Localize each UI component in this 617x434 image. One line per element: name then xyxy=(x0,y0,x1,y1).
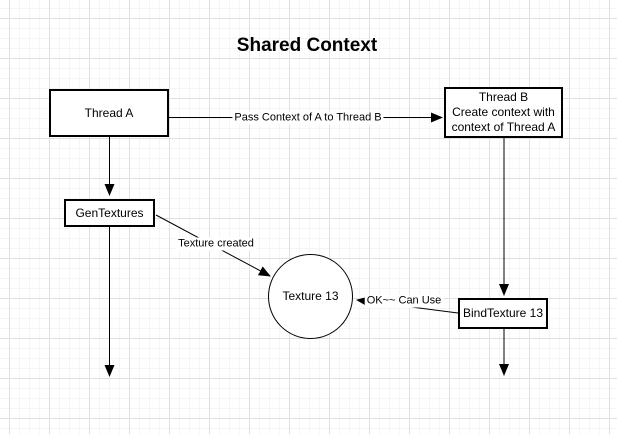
node-thread-b-label-line3: context of Thread A xyxy=(451,120,556,134)
edge-label-texture-created[interactable]: Texture created xyxy=(176,237,256,251)
node-thread-b[interactable]: Thread B Create context with context of … xyxy=(444,87,563,138)
edge-label-pass-context[interactable]: Pass Context of A to Thread B xyxy=(232,111,384,125)
node-thread-a-label: Thread A xyxy=(84,105,134,120)
node-gentextures[interactable]: GenTextures xyxy=(64,199,155,227)
node-thread-a[interactable]: Thread A xyxy=(49,89,169,137)
node-gentextures-label: GenTextures xyxy=(75,205,144,220)
diagram-title[interactable]: Shared Context xyxy=(236,35,378,56)
edge-label-ok-can-use[interactable]: OK~~ Can Use xyxy=(364,294,444,308)
node-thread-b-label-line1: Thread B xyxy=(478,90,529,104)
node-texture-13-label: Texture 13 xyxy=(282,289,339,303)
node-bindtexture-13[interactable]: BindTexture 13 xyxy=(458,298,548,329)
node-texture-13[interactable]: Texture 13 xyxy=(268,254,353,339)
node-bindtexture-13-label: BindTexture 13 xyxy=(462,306,544,320)
node-thread-b-label-line2: Create context with xyxy=(452,105,555,119)
